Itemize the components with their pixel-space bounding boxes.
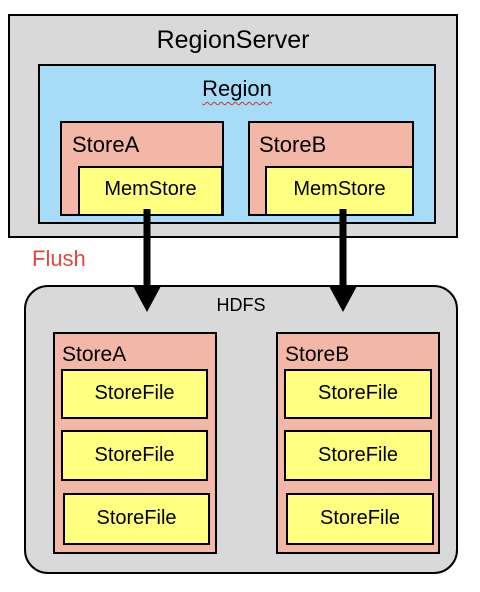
memstore-b-label: MemStore xyxy=(293,178,386,200)
storefile-b2-label: StoreFile xyxy=(317,444,399,466)
flush-arrow-b xyxy=(329,209,357,312)
region-label: Region xyxy=(202,76,272,101)
storefile-a3-box xyxy=(63,493,210,545)
storefile-b2-box xyxy=(284,430,432,481)
region-store-a-label: StoreA xyxy=(72,132,140,157)
storefile-a2-box xyxy=(61,430,208,481)
memstore-a-box xyxy=(78,166,223,216)
storefile-b1-box xyxy=(284,369,432,419)
storefile-a3-label: StoreFile xyxy=(96,507,177,529)
storefile-a2-label: StoreFile xyxy=(94,444,175,466)
storefile-b3-box xyxy=(286,493,434,545)
storefile-a1-label: StoreFile xyxy=(94,382,175,404)
hdfs-store-b-label: StoreB xyxy=(285,343,350,366)
memstore-a-label: MemStore xyxy=(104,178,197,200)
hdfs-store-a-label: StoreA xyxy=(62,343,127,366)
storefile-b1-label: StoreFile xyxy=(317,382,399,404)
hdfs-label: HDFS xyxy=(216,295,266,315)
flush-arrow-a xyxy=(133,209,161,312)
flush-label: Flush xyxy=(32,246,86,271)
region-store-b-label: StoreB xyxy=(259,132,327,157)
storefile-b3-label: StoreFile xyxy=(319,507,401,529)
storefile-a1-box xyxy=(61,369,208,419)
region-server-label: RegionServer xyxy=(156,26,310,54)
